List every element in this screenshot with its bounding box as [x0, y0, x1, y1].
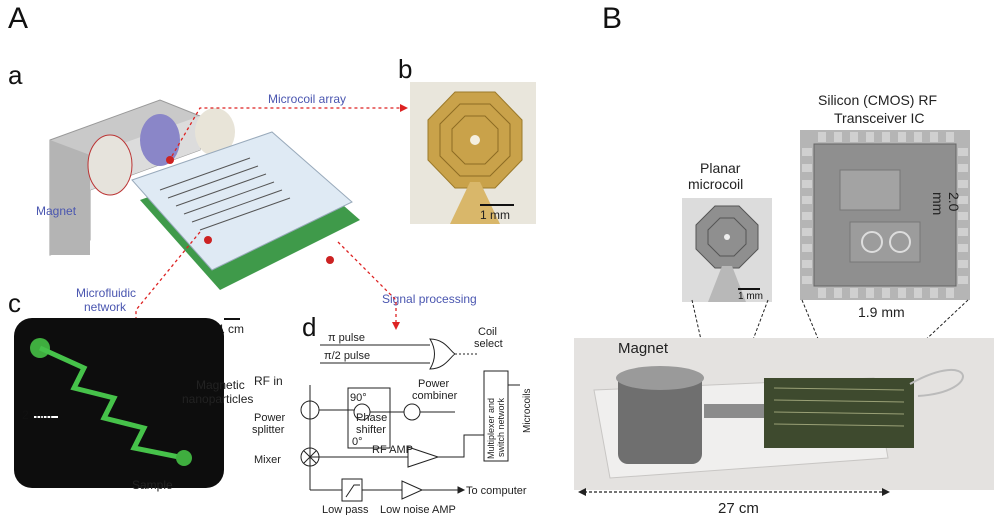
- ic-label-2: Transceiver IC: [834, 110, 925, 126]
- ic-label-1: Silicon (CMOS) RF: [818, 92, 938, 108]
- microcoil-array-label: Microcoil array: [268, 92, 347, 106]
- mixer-label: Mixer: [254, 454, 281, 466]
- subpanel-d-letter: d: [302, 312, 317, 342]
- ic-photo: [800, 130, 970, 300]
- pi-pulse-label: π pulse: [328, 332, 365, 344]
- signal-arrow: [337, 241, 400, 330]
- half-pi-pulse-label: π/2 pulse: [324, 350, 370, 362]
- length-arrow: [578, 488, 890, 496]
- scale-label-a: 1 cm: [218, 322, 245, 336]
- signal-processing-label: Signal processing: [382, 292, 477, 306]
- device-render: [49, 99, 360, 290]
- power-combiner-label-2: combiner: [412, 390, 458, 402]
- power-splitter-label-1: Power: [254, 412, 286, 424]
- nanoparticles-label: nanoparticles: [182, 392, 254, 406]
- switch-network-label: switch network: [496, 397, 506, 457]
- circuit-schematic: RF in π pulse π/2 pulse Coil select Powe…: [252, 326, 533, 515]
- panel-b-letter: B: [602, 2, 623, 35]
- phase-label: Phase: [356, 412, 387, 424]
- scale-label-c: 2 mm: [22, 408, 52, 422]
- deg0-label: 0°: [352, 436, 363, 448]
- microfluidic-photo: [14, 318, 224, 488]
- planar-coil-photo: [682, 198, 772, 302]
- subpanel-c-letter: c: [8, 288, 21, 318]
- microcoils-label: Microcoils: [522, 389, 533, 433]
- coil-label: Coil: [478, 326, 497, 338]
- deg90-label: 90°: [350, 392, 367, 404]
- select-label: select: [474, 338, 503, 350]
- planar-label: Planar: [700, 160, 741, 176]
- power-splitter-label-2: splitter: [252, 424, 285, 436]
- microcoil-label: microcoil: [688, 176, 744, 192]
- microfluidic-label: Microfluidic: [76, 286, 137, 300]
- sample-label: Sample: [132, 478, 173, 492]
- coil-scale-label: 1 mm: [738, 291, 763, 302]
- scale-bar-a: [224, 318, 240, 320]
- coil-photo-b: [410, 82, 536, 224]
- network-label: network: [84, 300, 127, 314]
- rf-amp-label: RF AMP: [372, 444, 413, 456]
- subpanel-b-letter: b: [398, 54, 413, 84]
- dim-horizontal-label: 1.9 mm: [858, 304, 905, 320]
- panel-a-letter: A: [8, 2, 29, 35]
- scale-label-b: 1 mm: [480, 208, 510, 222]
- to-computer-label: To computer: [466, 485, 527, 497]
- low-pass-label: Low pass: [322, 504, 369, 515]
- low-noise-amp-label: Low noise AMP: [380, 504, 456, 515]
- rf-in-label: RF in: [254, 374, 283, 388]
- magnet-label-a: Magnet: [36, 204, 77, 218]
- magnetic-label: Magnetic: [196, 378, 245, 392]
- dim-vertical-label: 2.0 mm: [930, 192, 962, 216]
- magnet-label-b: Magnet: [618, 340, 669, 357]
- shifter-label: shifter: [356, 424, 386, 436]
- length-label: 27 cm: [718, 500, 759, 517]
- instrument-photo: [574, 338, 994, 490]
- multiplexer-label: Multiplexer and: [486, 398, 496, 459]
- microcoil-arrow: [171, 104, 408, 157]
- subpanel-a-letter: a: [8, 60, 23, 90]
- power-combiner-label-1: Power: [418, 378, 450, 390]
